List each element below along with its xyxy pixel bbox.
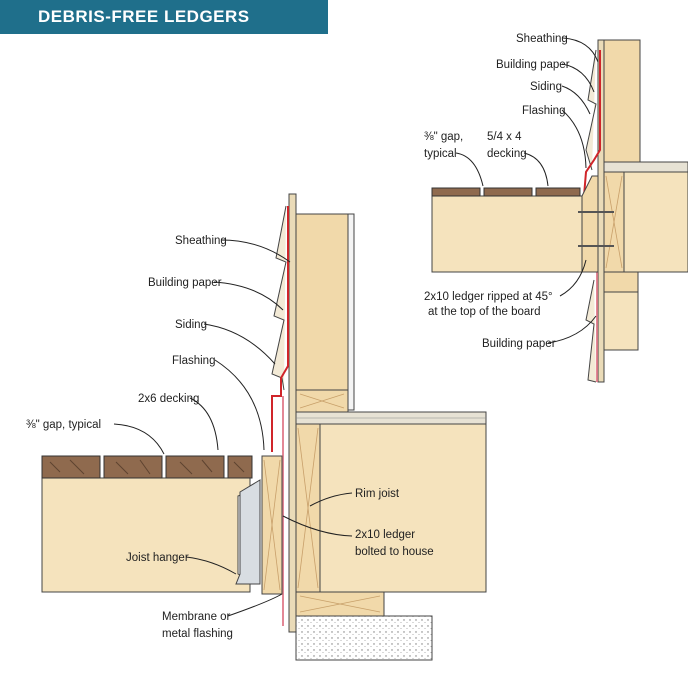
inset-decking-board [535, 187, 581, 197]
inset-label-gap-2: typical [424, 148, 457, 160]
label-membrane-2: metal flashing [162, 628, 233, 640]
sheathing-panel [288, 193, 297, 633]
inset-floor-joist [623, 171, 688, 273]
label-decking: 2x6 decking [138, 393, 199, 405]
label-joist-hanger: Joist hanger [126, 552, 189, 564]
inset-label-decking-1: 5/4 x 4 [487, 131, 522, 143]
inset-ledger [581, 175, 599, 273]
joist-hanger [235, 479, 261, 585]
label-building-paper: Building paper [148, 277, 222, 289]
label-gap: ⅜" gap, typical [26, 419, 101, 431]
inset-label-gap-1: ⅜" gap, [424, 131, 463, 143]
label-rim-joist: Rim joist [355, 488, 400, 500]
inset-label-flashing: Flashing [522, 105, 565, 117]
wall-stud [295, 213, 349, 391]
deck-joist [41, 477, 251, 593]
inset-deck-joist [431, 195, 583, 273]
label-sheathing: Sheathing [175, 235, 227, 247]
flashing-line [271, 206, 289, 452]
label-flashing: Flashing [172, 355, 215, 367]
inset-flashing [583, 50, 601, 197]
inset-subfloor [603, 161, 688, 173]
foundation [295, 615, 433, 661]
inset-label-siding: Siding [530, 81, 562, 93]
decking-board [227, 455, 253, 479]
inset-siding [585, 49, 597, 171]
inset-decking-board [431, 187, 481, 197]
label-membrane-1: Membrane or [162, 611, 231, 623]
drywall [347, 213, 355, 411]
inset-sill [603, 271, 639, 293]
inset-lower-wall [603, 291, 639, 351]
inset-label-building-paper-bottom: Building paper [482, 338, 556, 350]
label-ledger-1: 2x10 ledger [355, 529, 415, 541]
inset-label-sheathing: Sheathing [516, 33, 568, 45]
inset-siding-lower [585, 279, 597, 383]
floor-joist [319, 423, 487, 593]
diagram-title: DEBRIS-FREE LEDGERS [38, 7, 250, 26]
inset-detail [431, 39, 688, 383]
decking-board [103, 455, 163, 479]
inset-decking-board [483, 187, 533, 197]
inset-label-ledger-2: at the top of the board [428, 306, 541, 318]
inset-label-building-paper: Building paper [496, 59, 570, 71]
title-bar: DEBRIS-FREE LEDGERS [0, 0, 328, 34]
inset-wall-stud [603, 39, 641, 171]
label-ledger-2: bolted to house [355, 546, 434, 558]
decking-board [165, 455, 225, 479]
label-siding: Siding [175, 319, 207, 331]
inset-label-ledger-1: 2x10 ledger ripped at 45° [424, 291, 553, 303]
main-detail [41, 193, 487, 661]
inset-label-decking-2: decking [487, 148, 527, 160]
decking-board [41, 455, 101, 479]
